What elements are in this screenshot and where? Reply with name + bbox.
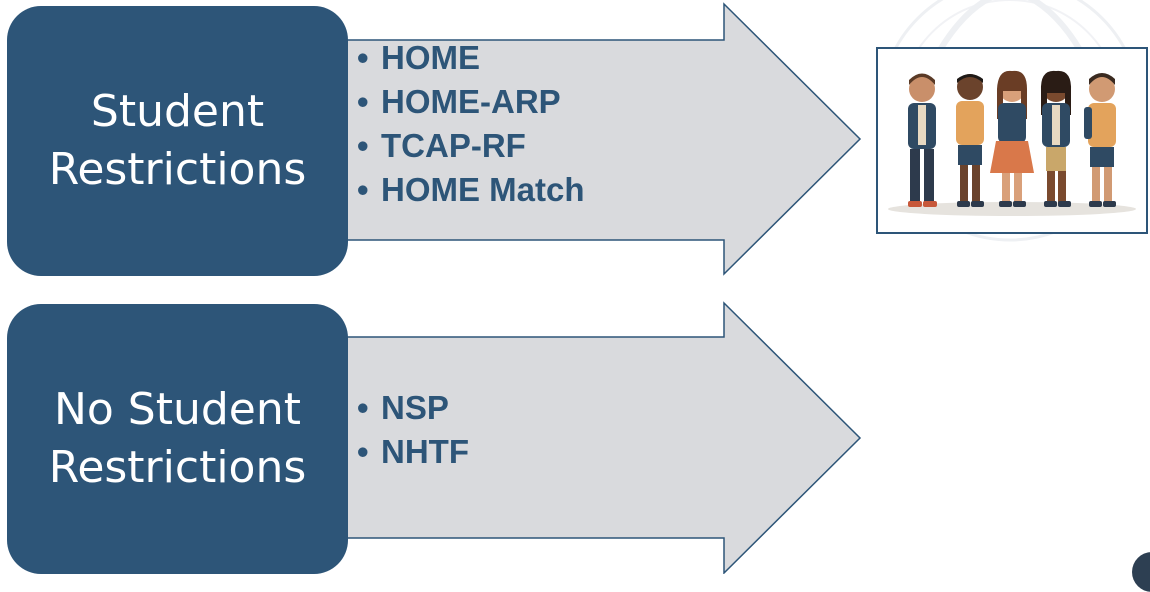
student-figure [990,70,1034,207]
students-illustration [876,47,1148,234]
students-image [888,70,1136,216]
list-item-label: TCAP-RF [381,127,526,164]
list-item-label: HOME Match [381,171,585,208]
list-item: • HOME-ARP [357,80,585,124]
bullet: • [357,83,369,120]
program-list-no-student-restrictions: • NSP • NHTF [357,386,469,474]
program-list-student-restrictions: • HOME • HOME-ARP • TCAP-RF • HOME Match [357,36,585,212]
list-item: • HOME [357,36,585,80]
box-no-student-restrictions: No Student Restrictions [7,304,348,574]
box-line: Restrictions [48,442,307,493]
student-figure [956,74,984,207]
box-line: Restrictions [48,144,307,195]
list-item: • NHTF [357,430,469,474]
arrow-student-restrictions [299,2,862,574]
box-line: Student [90,86,265,137]
list-item-label: NSP [381,389,449,426]
list-item-label: HOME-ARP [381,83,561,120]
list-item: • NSP [357,386,469,430]
list-item: • HOME Match [357,168,585,212]
box-student-restrictions: Student Restrictions [7,6,348,276]
list-item: • TCAP-RF [357,124,585,168]
box-line: No Student [53,384,302,435]
bullet: • [357,171,369,208]
list-item-label: HOME [381,39,480,76]
student-figure [1084,73,1116,207]
list-item-label: NHTF [381,433,469,470]
student-figure [1040,70,1072,207]
bullet: • [357,39,369,76]
bullet: • [357,433,369,470]
bullet: • [357,127,369,164]
bullet: • [357,389,369,426]
student-figure [908,73,937,207]
